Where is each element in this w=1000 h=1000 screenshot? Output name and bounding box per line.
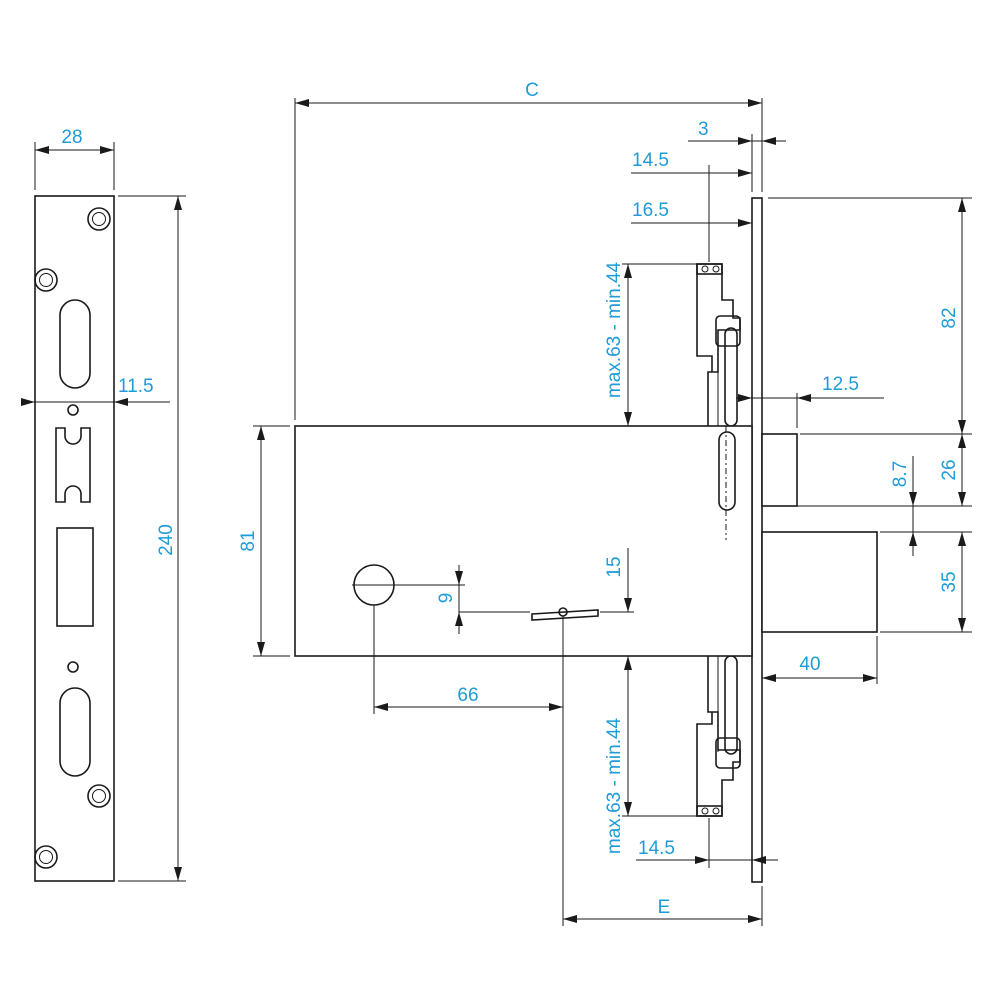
dim-latch-deadbolt-gap: 8.7 xyxy=(890,461,911,487)
lower-pin-hole xyxy=(67,661,79,673)
side-view-dimensions: C 3 14.5 16.5 max.63 - min.44 12.5 xyxy=(238,80,972,926)
dim-rod-offset-16-5: 16.5 xyxy=(632,200,669,221)
latch-opening xyxy=(55,427,91,503)
screw-hole-icon xyxy=(87,207,111,231)
dim-latch-gap: 12.5 xyxy=(822,374,859,395)
upper-slot xyxy=(59,299,91,389)
dim-rod-travel-top: max.63 - min.44 xyxy=(604,261,625,398)
dim-offset-3: 3 xyxy=(698,119,709,140)
dim-deadbolt-height: 35 xyxy=(939,571,960,592)
dim-latch-height: 26 xyxy=(939,459,960,480)
lever-icon xyxy=(531,609,599,621)
faceplate-view: 28 240 11.5 xyxy=(21,127,186,882)
dim-key-to-handle-vertical: 15 xyxy=(604,556,625,577)
case-slot xyxy=(718,431,736,511)
dim-faceplate-width: 28 xyxy=(61,127,82,148)
dim-top-to-latch: 82 xyxy=(939,307,960,328)
screw-hole-icon xyxy=(34,845,58,869)
deadbolt-opening xyxy=(56,527,94,627)
dim-faceplate-height: 240 xyxy=(156,524,177,556)
latch-bolt xyxy=(761,433,798,507)
upper-rod-mechanism xyxy=(696,263,741,427)
lower-rod-mechanism xyxy=(696,655,741,817)
dim-key-to-handle: 66 xyxy=(457,685,478,706)
dim-rod-offset-bottom: 14.5 xyxy=(638,838,675,859)
lock-side-view xyxy=(294,197,878,883)
lower-slot xyxy=(59,687,91,777)
screw-hole-icon xyxy=(34,268,58,292)
deadbolt xyxy=(761,531,878,633)
dim-deadbolt-throw: 40 xyxy=(799,654,820,675)
lock-case xyxy=(294,425,753,657)
dim-overall-c: C xyxy=(525,80,539,101)
faceplate-outline xyxy=(34,195,115,882)
screw-hole-icon xyxy=(87,784,111,808)
dim-backset-e: E xyxy=(658,897,671,918)
front-plate xyxy=(751,197,763,883)
dim-case-height: 81 xyxy=(238,530,259,551)
latch-pin-hole xyxy=(67,404,79,416)
dim-rod-offset-top: 14.5 xyxy=(632,150,669,171)
dim-faceplate-offset: 11.5 xyxy=(118,376,154,397)
dim-key-offset: 9 xyxy=(436,593,457,604)
dim-rod-travel-bottom: max.63 - min.44 xyxy=(604,717,625,854)
